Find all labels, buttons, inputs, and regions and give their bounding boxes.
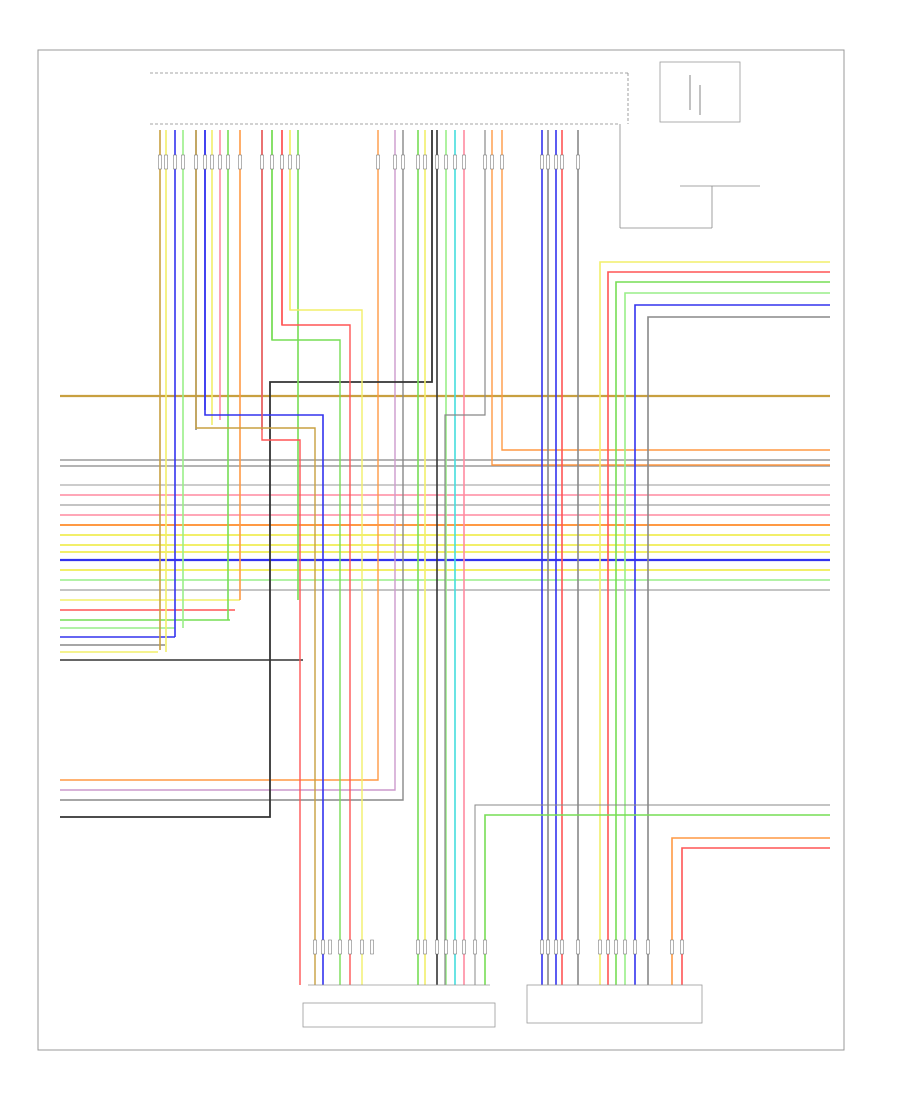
connector-pin-layer	[158, 154, 684, 955]
connector-pin	[313, 939, 317, 955]
bottom-right-box	[526, 984, 703, 1024]
upper-right-drop-wire	[634, 304, 830, 985]
connector-pin	[453, 939, 457, 955]
connector-pin	[462, 154, 466, 170]
connector-pin	[288, 154, 292, 170]
connector-pin	[164, 154, 168, 170]
connector-pin	[633, 939, 637, 955]
wire-lower-right-green	[484, 814, 830, 985]
connector-pin	[623, 939, 627, 955]
connector-pin	[483, 939, 487, 955]
connector-pin	[423, 939, 427, 955]
connector-pin	[554, 939, 558, 955]
bottom-right-connector	[526, 984, 703, 1024]
wire-gray-vertical	[60, 130, 404, 801]
wire-green-route	[271, 130, 341, 985]
relay-block	[619, 61, 760, 229]
connector-pin	[576, 939, 580, 955]
upper-right-drop-wire	[624, 292, 830, 985]
connector-pin	[348, 939, 352, 955]
connector-pin	[614, 939, 618, 955]
connector-pin	[360, 939, 364, 955]
connector-pin	[560, 939, 564, 955]
connector-pin	[554, 154, 558, 170]
wire-red-route	[261, 130, 301, 985]
connector-pin	[181, 154, 185, 170]
connector-pin	[680, 939, 684, 955]
bottom-left-connector	[302, 984, 496, 1028]
wire-gray-route	[444, 130, 486, 985]
diagram-frame	[37, 49, 845, 1051]
upper-right-drop-wire	[615, 281, 830, 985]
connector-pin	[416, 939, 420, 955]
wire-lower-right-orange	[671, 837, 830, 985]
wire-violet-vertical	[60, 130, 396, 791]
connector-pin	[226, 154, 230, 170]
connector-pin	[270, 154, 274, 170]
connector-pin	[435, 154, 439, 170]
connector-pin	[370, 939, 374, 955]
connector-pin	[598, 939, 602, 955]
connector-pin	[670, 939, 674, 955]
connector-pin	[376, 154, 380, 170]
upper-right-drop-wire	[647, 316, 830, 985]
wire-yellow-route	[289, 130, 363, 985]
wire-blue-route	[204, 130, 324, 985]
connector-pin	[173, 154, 177, 170]
connector-pin	[203, 154, 207, 170]
connector-pin	[646, 939, 650, 955]
connector-pin	[444, 939, 448, 955]
connector-pin	[296, 154, 300, 170]
wire-lower-right-red	[681, 847, 830, 985]
relay-box	[659, 61, 741, 123]
wire-tan-route	[195, 130, 316, 985]
connector-pin	[606, 939, 610, 955]
wire-red-route-2	[281, 130, 351, 985]
wire-orange-right-2	[501, 130, 830, 451]
upper-right-drop-wire	[599, 261, 830, 985]
connector-pin	[500, 154, 504, 170]
wire-layer	[60, 130, 830, 985]
connector-pin	[546, 939, 550, 955]
connector-pin	[393, 154, 397, 170]
connector-pin	[423, 154, 427, 170]
connector-pin	[576, 154, 580, 170]
upper-right-drop-wire	[607, 271, 830, 985]
connector-pin	[444, 154, 448, 170]
connector-pin	[462, 939, 466, 955]
connector-pin	[260, 154, 264, 170]
wire-orange-vertical	[60, 130, 379, 781]
connector-pin	[490, 154, 494, 170]
connector-pin	[473, 939, 477, 955]
wire-orange-right	[491, 130, 830, 466]
connector-pin	[238, 154, 242, 170]
connector-pin	[280, 154, 284, 170]
connector-pin	[435, 939, 439, 955]
connector-pin	[560, 154, 564, 170]
connector-pin	[401, 154, 405, 170]
connector-pin	[546, 154, 550, 170]
connector-pin	[453, 154, 457, 170]
connector-pin	[218, 154, 222, 170]
connector-pin	[158, 154, 162, 170]
connector-pin	[210, 154, 214, 170]
connector-pin	[540, 154, 544, 170]
connector-pin	[321, 939, 325, 955]
bottom-left-box	[302, 1002, 496, 1028]
connector-pin	[328, 939, 332, 955]
connector-pin	[540, 939, 544, 955]
wire-lower-right-gray	[474, 804, 830, 985]
wire-dark-route	[60, 130, 433, 818]
connector-pin	[483, 154, 487, 170]
connector-pin	[194, 154, 198, 170]
connector-pin	[416, 154, 420, 170]
connector-pin	[338, 939, 342, 955]
